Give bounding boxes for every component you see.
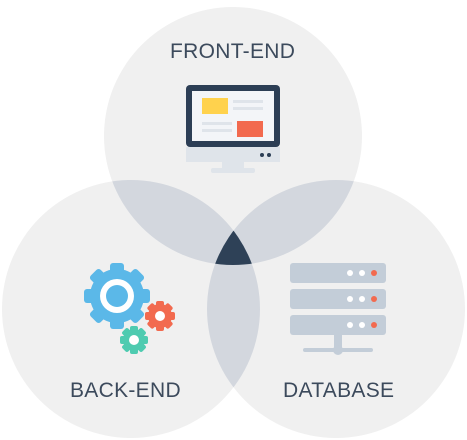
label-back-end: BACK-END [70, 379, 181, 402]
monitor-icon [186, 85, 280, 173]
overlap-front-database [207, 180, 362, 265]
label-database: DATABASE [283, 379, 395, 402]
label-front-end: FRONT-END [170, 40, 296, 63]
gears-icon [84, 263, 175, 354]
overlap-front-back [104, 180, 260, 265]
server-rack-icon [290, 263, 386, 355]
